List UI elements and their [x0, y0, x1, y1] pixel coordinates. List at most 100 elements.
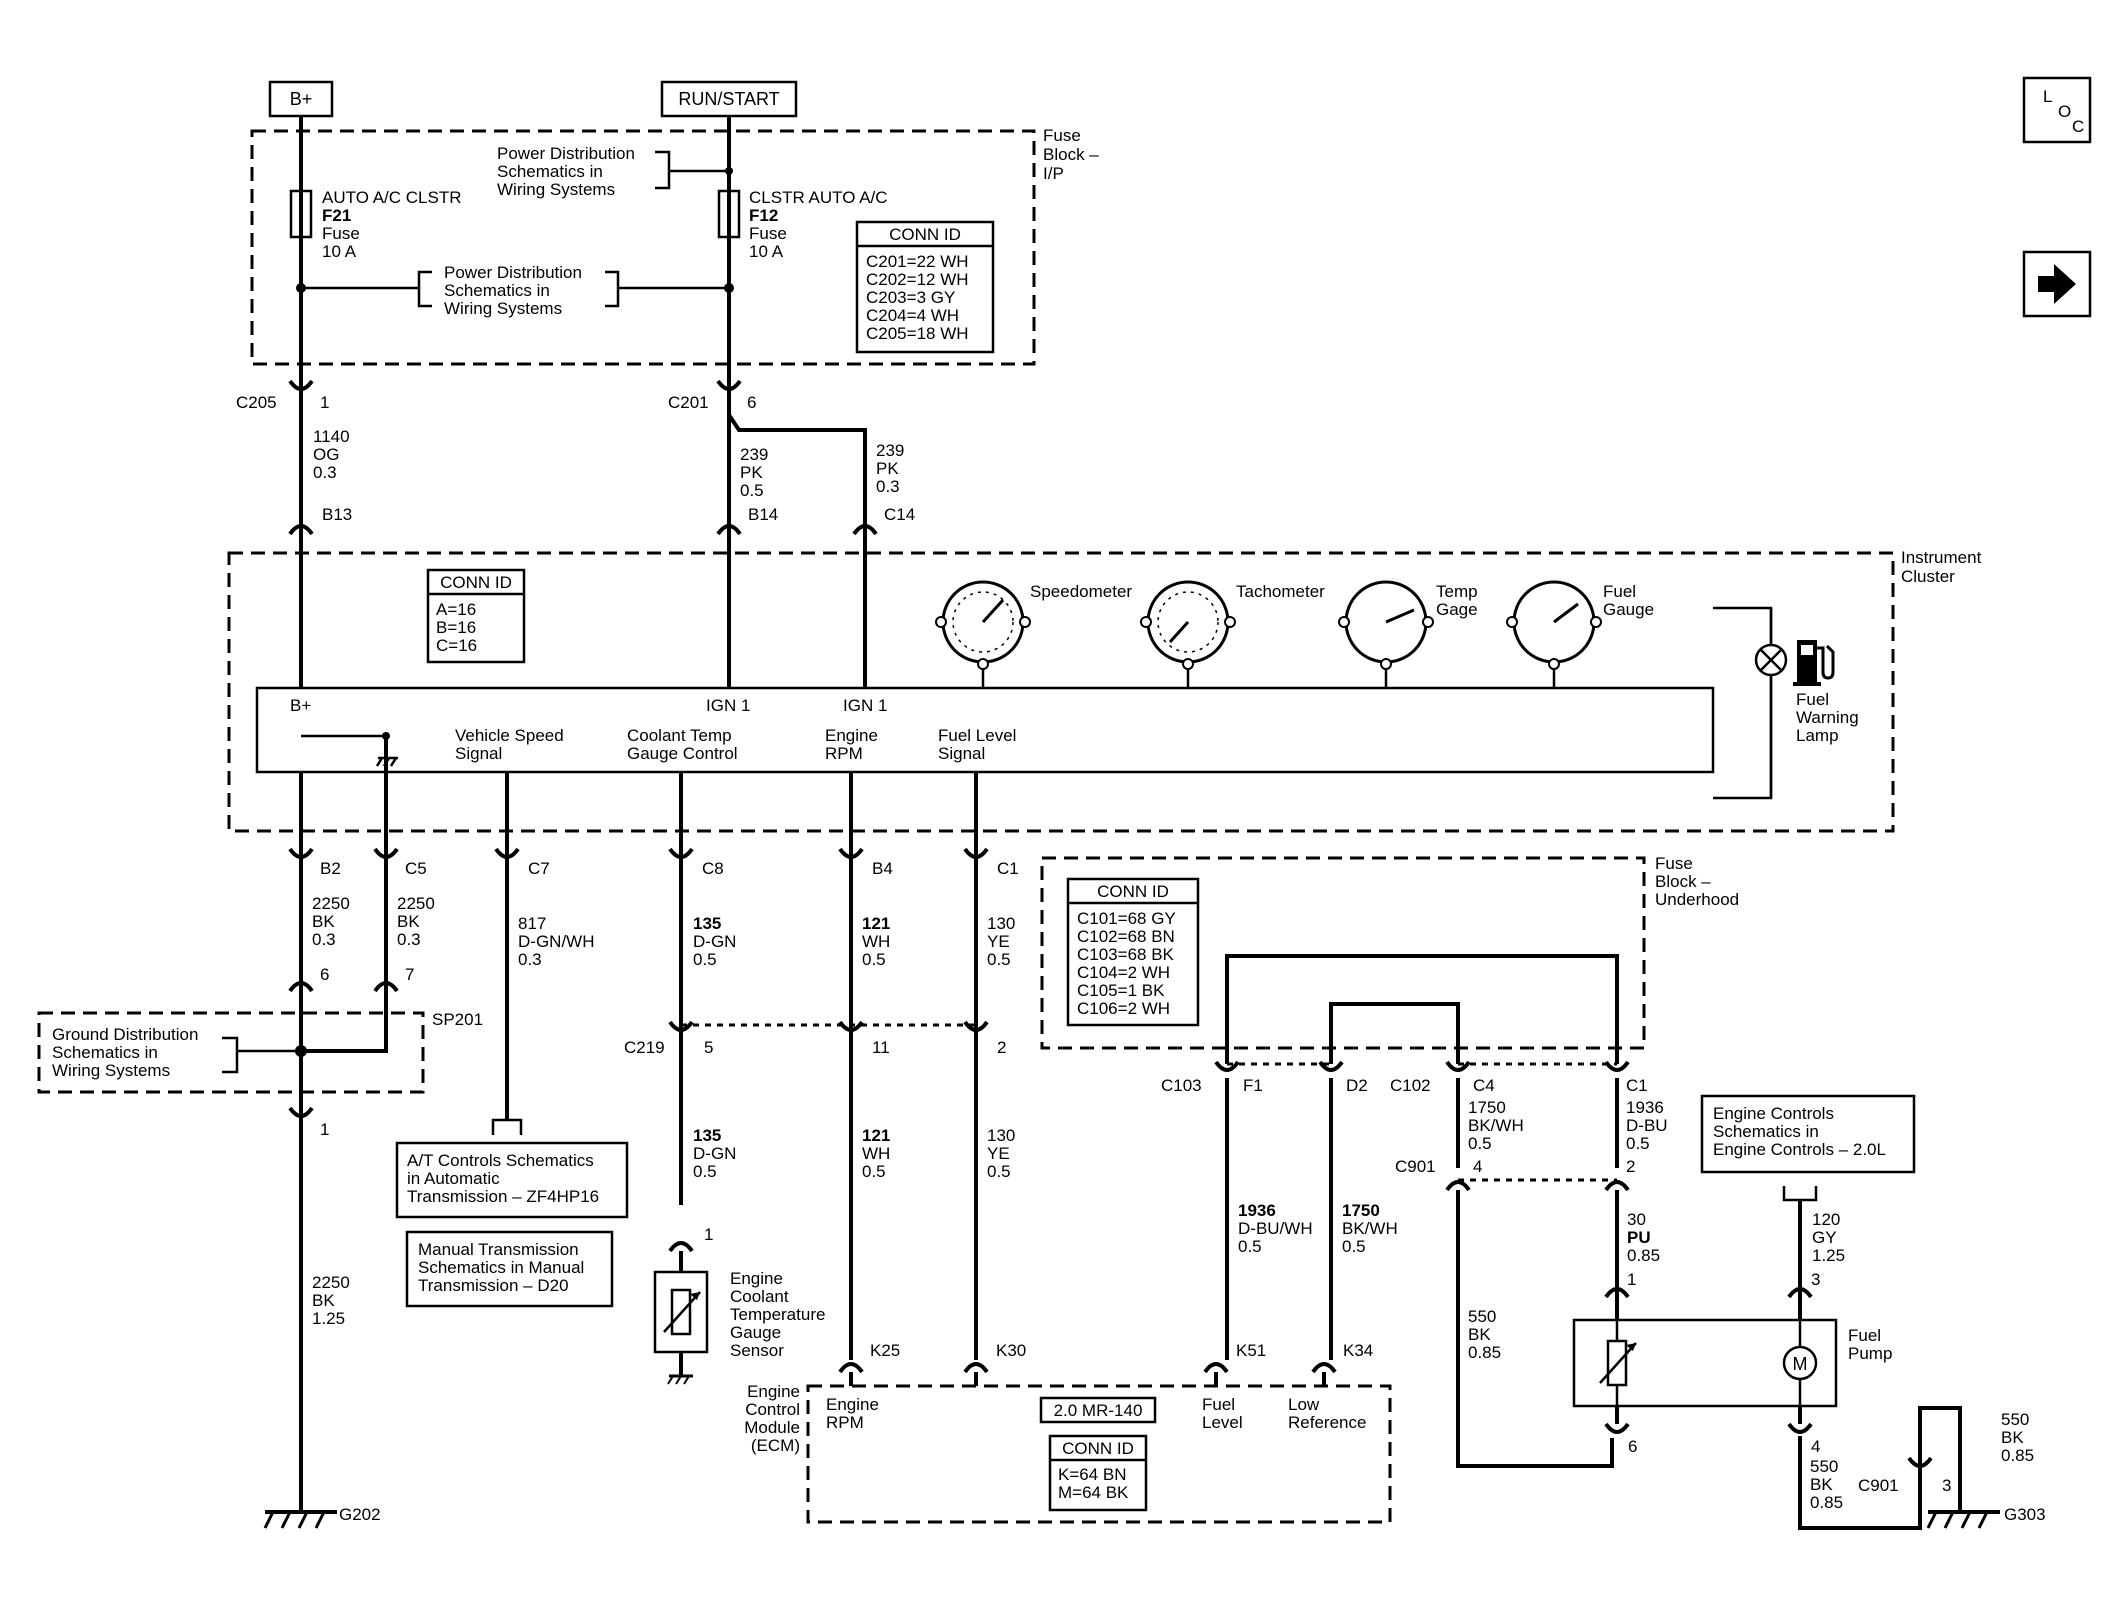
engine-controls-ref[interactable]: Engine Controls Schematics in Engine Con…: [1700, 1094, 1916, 1174]
svg-text:1750: 1750: [1468, 1098, 1506, 1117]
svg-text:C4: C4: [1473, 1076, 1495, 1095]
svg-text:Fuel: Fuel: [1202, 1395, 1235, 1414]
svg-text:I/P: I/P: [1043, 164, 1064, 183]
fuse-f21-label: AUTO A/C CLSTR F21 Fuse 10 A: [322, 188, 462, 261]
svg-text:Reference: Reference: [1288, 1413, 1366, 1432]
svg-text:Fuse: Fuse: [1043, 126, 1081, 145]
svg-text:C204=4 WH: C204=4 WH: [866, 306, 959, 325]
svg-text:Power Distribution: Power Distribution: [497, 144, 635, 163]
svg-text:0.3: 0.3: [518, 950, 542, 969]
ecm-low-reference-pin: Low Reference: [1288, 1395, 1366, 1432]
svg-text:C202=12 WH: C202=12 WH: [866, 270, 969, 289]
svg-text:0.5: 0.5: [862, 950, 886, 969]
ground-g303-label: G303: [2004, 1505, 2046, 1524]
svg-text:Instrument: Instrument: [1901, 548, 1982, 567]
connector-k34: K34: [1343, 1341, 1373, 1360]
connector-c201-icon: [716, 379, 742, 391]
ground-distribution-ref[interactable]: Ground Distribution Schematics in Wiring…: [52, 1025, 198, 1080]
svg-text:0.85: 0.85: [1468, 1343, 1501, 1362]
power-distribution-ref-2[interactable]: Power Distribution Schematics in Wiring …: [444, 263, 582, 318]
location-icon[interactable]: L O C: [2022, 76, 2092, 144]
svg-text:2250: 2250: [312, 1273, 350, 1292]
svg-text:AUTO A/C CLSTR: AUTO A/C CLSTR: [322, 188, 462, 207]
svg-text:1: 1: [1627, 1270, 1636, 1289]
svg-text:PU: PU: [1627, 1228, 1651, 1247]
speedometer-icon: [935, 580, 1031, 670]
svg-text:O: O: [2058, 102, 2071, 121]
svg-text:Signal: Signal: [938, 744, 985, 763]
wire-550b-label: 550 BK 0.85: [1810, 1457, 1843, 1512]
wire-135b-label: 135 D-GN 0.5: [693, 1126, 736, 1181]
svg-text:WH: WH: [862, 1144, 890, 1163]
svg-text:Schematics in Manual: Schematics in Manual: [418, 1258, 584, 1277]
at-controls-ref[interactable]: A/T Controls Schematics in Automatic Tra…: [395, 1141, 629, 1219]
instrument-cluster-boundary: [227, 551, 1895, 833]
connector-c901-ground: C901: [1858, 1476, 1899, 1495]
cluster-fuel-input: Fuel Level Signal: [938, 726, 1016, 763]
cluster-vss-input: Vehicle Speed Signal: [455, 726, 564, 763]
svg-text:Engine: Engine: [825, 726, 878, 745]
svg-text:Schematics in: Schematics in: [497, 162, 603, 181]
svg-text:3: 3: [1942, 1476, 1951, 1495]
fuel-level-sender-icon: [1599, 1320, 1637, 1406]
svg-text:C=16: C=16: [436, 636, 477, 655]
svg-text:CLSTR AUTO A/C: CLSTR AUTO A/C: [749, 188, 888, 207]
svg-text:Fuse: Fuse: [749, 224, 787, 243]
svg-text:L: L: [2043, 87, 2052, 106]
svg-text:Signal: Signal: [455, 744, 502, 763]
svg-text:Temperature: Temperature: [730, 1305, 825, 1324]
svg-text:CONN ID: CONN ID: [1097, 882, 1169, 901]
wire-2250c-label: 2250 BK 1.25: [312, 1273, 350, 1328]
conn-id-table-ecm: CONN ID K=64 BN M=64 BK: [1048, 1434, 1148, 1512]
svg-text:YE: YE: [987, 1144, 1010, 1163]
wire-30-label: 30 PU 0.85: [1627, 1210, 1660, 1265]
wire-1140-label: 1140 OG 0.3: [313, 427, 350, 482]
svg-text:0.5: 0.5: [1468, 1134, 1492, 1153]
fuel-pump-label: Fuel Pump: [1848, 1326, 1892, 1363]
svg-text:0.3: 0.3: [876, 477, 900, 496]
fuel-warning-lamp-label: Fuel Warning Lamp: [1796, 690, 1859, 745]
svg-text:0.5: 0.5: [987, 950, 1011, 969]
manual-transmission-ref[interactable]: Manual Transmission Schematics in Manual…: [405, 1230, 614, 1308]
svg-text:PK: PK: [740, 463, 763, 482]
svg-text:C102=68 BN: C102=68 BN: [1077, 927, 1175, 946]
svg-text:11: 11: [872, 1038, 890, 1057]
next-page-arrow-icon[interactable]: [2022, 250, 2092, 318]
svg-text:0.85: 0.85: [1810, 1493, 1843, 1512]
svg-text:(ECM): (ECM): [751, 1436, 800, 1455]
svg-text:6: 6: [1628, 1437, 1637, 1456]
svg-text:C201=22 WH: C201=22 WH: [866, 252, 969, 271]
svg-text:130: 130: [987, 914, 1015, 933]
svg-text:Low: Low: [1288, 1395, 1320, 1414]
svg-text:Coolant Temp: Coolant Temp: [627, 726, 732, 745]
sp201-boundary: [37, 1011, 425, 1094]
svg-text:C1: C1: [1626, 1076, 1648, 1095]
svg-text:0.5: 0.5: [987, 1162, 1011, 1181]
connector-b14: B14: [748, 505, 778, 524]
svg-text:817: 817: [518, 914, 546, 933]
power-distribution-ref-1[interactable]: Power Distribution Schematics in Wiring …: [497, 144, 635, 199]
svg-text:0.5: 0.5: [862, 1162, 886, 1181]
svg-text:D-BU/WH: D-BU/WH: [1238, 1219, 1313, 1238]
svg-text:5: 5: [704, 1038, 713, 1057]
svg-text:Temp: Temp: [1436, 582, 1478, 601]
wire-121a-label: 121 WH 0.5: [862, 914, 890, 969]
wire-550a-label: 550 BK 0.85: [1468, 1307, 1501, 1362]
svg-text:F21: F21: [322, 206, 351, 225]
svg-text:Engine Controls – 2.0L: Engine Controls – 2.0L: [1713, 1140, 1886, 1159]
svg-text:0.5: 0.5: [1626, 1134, 1650, 1153]
ecm-title: Engine Control Module (ECM): [744, 1382, 800, 1455]
fuse-block-ip-title: Fuse Block – I/P: [1043, 126, 1099, 183]
wire-120-label: 120 GY 1.25: [1812, 1210, 1845, 1265]
svg-text:C103=68 BK: C103=68 BK: [1077, 945, 1175, 964]
cluster-ign1-pin-b: IGN 1: [843, 696, 887, 715]
svg-text:2.0 MR-140: 2.0 MR-140: [1054, 1401, 1143, 1420]
svg-text:F1: F1: [1243, 1076, 1263, 1095]
svg-text:Schematics in: Schematics in: [444, 281, 550, 300]
svg-text:121: 121: [862, 914, 890, 933]
wire-130b-label: 130 YE 0.5: [987, 1126, 1015, 1181]
svg-text:1.25: 1.25: [1812, 1246, 1845, 1265]
cluster-ign1-pin-a: IGN 1: [706, 696, 750, 715]
wire-135a-label: 135 D-GN 0.5: [693, 914, 736, 969]
svg-text:in Automatic: in Automatic: [407, 1169, 500, 1188]
